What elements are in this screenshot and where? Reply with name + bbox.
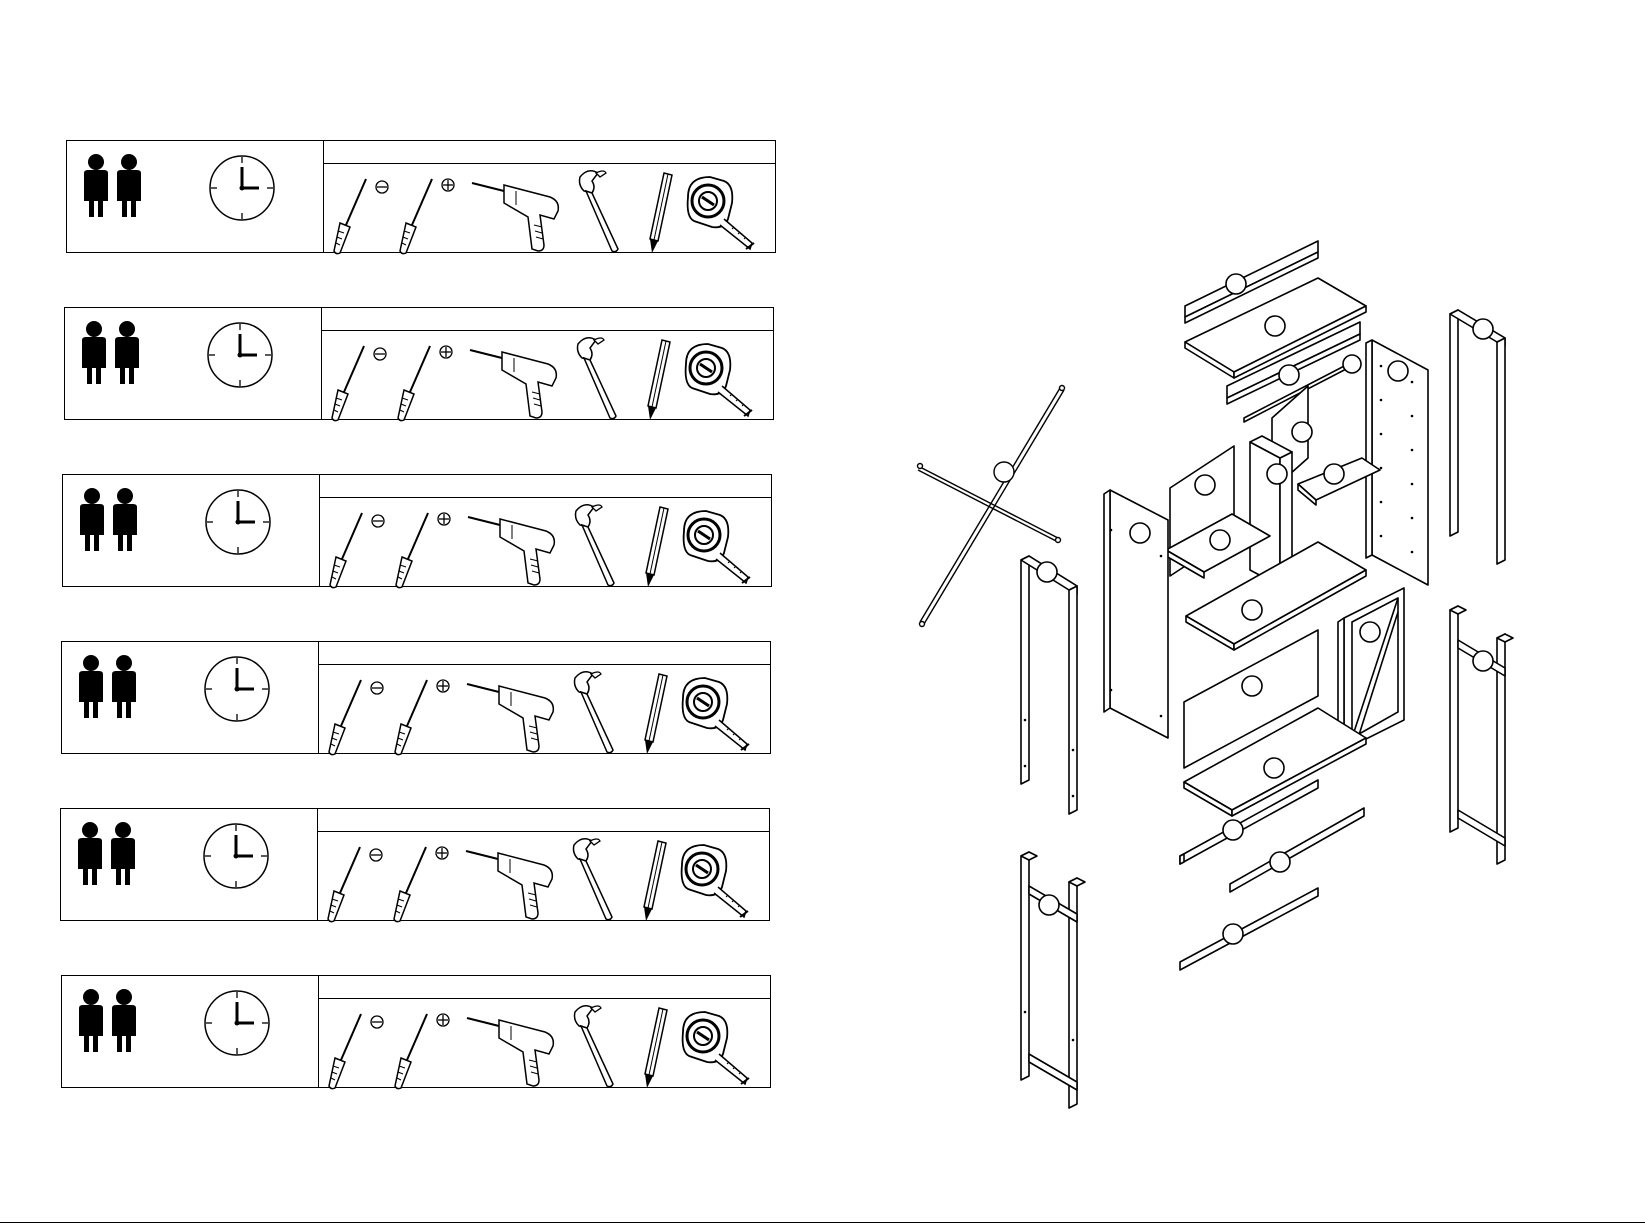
tool-header-divider xyxy=(317,831,769,832)
left-frame-front xyxy=(1021,556,1077,814)
door xyxy=(1338,588,1404,750)
clock-icon xyxy=(207,153,277,223)
tool-header-divider xyxy=(318,664,770,665)
power-drill-icon xyxy=(468,342,563,427)
tools-row xyxy=(318,833,769,920)
clock-icon xyxy=(202,988,272,1058)
page-bottom-rule xyxy=(0,1222,1645,1223)
tape-measure-icon xyxy=(674,841,754,926)
two-people-icon xyxy=(82,153,150,233)
x-brace xyxy=(918,386,1065,627)
flathead-screwdriver-icon xyxy=(325,1010,385,1095)
exploded-diagram-page xyxy=(820,0,1645,1226)
tools-row xyxy=(324,165,775,252)
hammer-icon xyxy=(565,1004,625,1094)
flathead-screwdriver-icon xyxy=(324,843,384,928)
pencil-icon xyxy=(648,171,678,261)
step-tool-box xyxy=(66,140,776,253)
clock-icon xyxy=(202,654,272,724)
hammer-icon xyxy=(565,670,625,760)
left-frame-rear xyxy=(1021,852,1085,1108)
tools-row xyxy=(320,499,771,586)
clock-icon xyxy=(201,821,271,891)
tools-row xyxy=(322,332,773,419)
clock-icon xyxy=(205,320,275,390)
tool-header-divider xyxy=(323,163,775,164)
step-tool-box xyxy=(62,474,772,587)
phillips-screwdriver-icon xyxy=(396,175,456,260)
tape-measure-icon xyxy=(675,674,755,759)
flathead-screwdriver-icon xyxy=(328,342,388,427)
side-panel-right xyxy=(1366,340,1428,585)
flathead-screwdriver-icon xyxy=(325,676,385,761)
pencil-icon xyxy=(643,672,673,762)
tool-header-divider xyxy=(319,497,771,498)
tool-header-divider xyxy=(321,330,773,331)
phillips-screwdriver-icon xyxy=(394,342,454,427)
phillips-screwdriver-icon xyxy=(392,509,452,594)
pencil-icon xyxy=(642,839,672,929)
tape-measure-icon xyxy=(676,507,756,592)
power-drill-icon xyxy=(464,843,559,928)
tape-measure-icon xyxy=(675,1008,755,1093)
power-drill-icon xyxy=(466,509,561,594)
phillips-screwdriver-icon xyxy=(391,1010,451,1095)
two-people-icon xyxy=(78,487,146,567)
hammer-icon xyxy=(568,336,628,426)
tool-requirements-page xyxy=(0,0,820,1226)
base-rail-3 xyxy=(1180,888,1318,970)
hammer-icon xyxy=(570,169,630,259)
right-frame-front xyxy=(1450,606,1513,864)
step-tool-box xyxy=(64,307,774,420)
right-frame-rear xyxy=(1450,310,1505,564)
tape-measure-icon xyxy=(680,173,760,258)
flathead-screwdriver-icon xyxy=(326,509,386,594)
pencil-icon xyxy=(644,505,674,595)
flathead-screwdriver-icon xyxy=(330,175,390,260)
two-people-icon xyxy=(77,988,145,1068)
step-tool-box xyxy=(61,641,771,754)
pencil-icon xyxy=(643,1006,673,1096)
hammer-icon xyxy=(564,837,624,927)
two-people-icon xyxy=(77,654,145,734)
tool-header-divider xyxy=(318,998,770,999)
tools-row xyxy=(319,666,770,753)
tools-row xyxy=(319,1000,770,1087)
exploded-assembly-diagram xyxy=(820,0,1645,1226)
hammer-icon xyxy=(566,503,626,593)
two-people-icon xyxy=(80,320,148,400)
tape-measure-icon xyxy=(678,340,758,425)
pencil-icon xyxy=(646,338,676,428)
power-drill-icon xyxy=(465,676,560,761)
left-side-panel xyxy=(1104,490,1168,738)
clock-icon xyxy=(203,487,273,557)
phillips-screwdriver-icon xyxy=(391,676,451,761)
step-tool-box xyxy=(61,975,771,1088)
step-tool-box xyxy=(60,808,770,921)
phillips-screwdriver-icon xyxy=(390,843,450,928)
two-people-icon xyxy=(76,821,144,901)
power-drill-icon xyxy=(465,1010,560,1095)
power-drill-icon xyxy=(470,175,565,260)
